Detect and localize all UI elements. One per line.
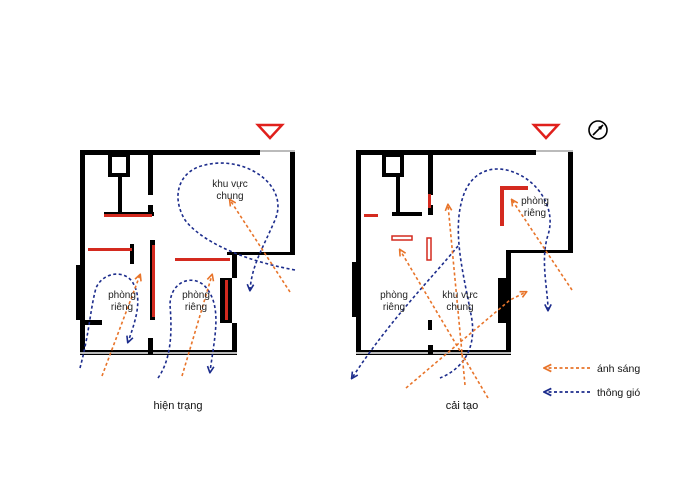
entrance-marker-existing <box>255 123 285 140</box>
plan-caption: hiện trạng <box>154 400 203 412</box>
plan-renovated: phòng riêng khu vực chung phòng riêng cả… <box>352 120 608 412</box>
wind-path-cross <box>352 245 459 378</box>
entrance-triangle-icon <box>255 123 285 140</box>
entrance-marker-renovated <box>531 123 561 140</box>
entrance-triangle-icon <box>531 123 561 140</box>
room-label-line1: phòng <box>380 290 408 301</box>
existing-red-partitions <box>88 214 230 320</box>
room-label-line1: phòng <box>108 290 136 301</box>
room-label-line1: khu vực <box>442 290 478 301</box>
wind-path-common <box>177 162 296 290</box>
legend: ánh sáng thông gió <box>545 363 640 399</box>
room-label-line2: chung <box>216 191 243 202</box>
room-label-line2: riêng <box>185 302 207 313</box>
legend-item-wind: thông gió <box>545 387 640 399</box>
light-path-room-2 <box>181 275 212 377</box>
room-label-line2: riêng <box>383 302 405 313</box>
light-path-cross <box>405 292 526 389</box>
existing-light-paths <box>101 200 291 377</box>
renovated-wind-paths <box>352 168 550 379</box>
legend-item-light: ánh sáng <box>545 363 640 375</box>
room-label-line1: phòng <box>521 196 549 207</box>
light-path-room-1 <box>101 275 140 377</box>
renovated-light-paths <box>400 200 573 399</box>
room-label-line1: phòng <box>182 290 210 301</box>
light-path-room <box>512 200 573 291</box>
renovated-walls <box>352 150 573 355</box>
north-compass <box>588 120 608 140</box>
room-label-line1: khu vực <box>212 179 248 190</box>
renovated-red-partitions <box>364 186 528 261</box>
legend-light-label: ánh sáng <box>597 363 640 375</box>
room-label-line2: riêng <box>524 208 546 219</box>
wind-path-room-1 <box>79 273 139 369</box>
legend-wind-label: thông gió <box>597 387 640 399</box>
existing-walls <box>76 150 295 355</box>
room-label-line2: chung <box>446 302 473 313</box>
light-path-common <box>230 200 291 293</box>
light-path-up <box>448 205 466 386</box>
plan-existing: khu vực chung phòng riêng phòng riêng hi… <box>76 123 296 412</box>
existing-wind-paths <box>79 162 296 379</box>
room-label-line2: riêng <box>111 302 133 313</box>
wind-path-main <box>439 168 550 379</box>
light-path-diagonal <box>400 250 489 399</box>
plan-caption: cải tạo <box>446 400 478 412</box>
wind-path-room-2 <box>157 279 217 379</box>
